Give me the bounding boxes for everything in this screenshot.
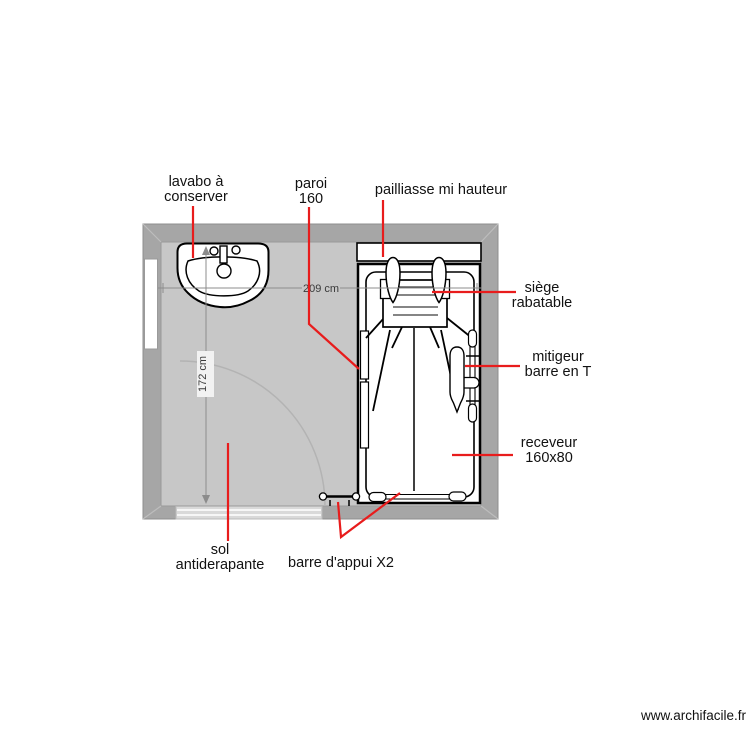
dimension-ticks xyxy=(158,283,482,293)
sink-drain xyxy=(216,263,232,279)
leader-paroi xyxy=(307,207,360,370)
door-symbol[interactable] xyxy=(175,360,326,520)
label-paroi: paroi 160 xyxy=(294,176,328,207)
dimension-width: 209 cm xyxy=(158,281,482,295)
label-barre: barre d'appui X2 xyxy=(288,555,394,571)
leader-barre xyxy=(336,492,401,540)
sink-faucet xyxy=(219,245,228,264)
arrow-down-icon xyxy=(202,495,210,504)
seat-slats xyxy=(385,286,446,316)
label-sol: sol antiderapante xyxy=(175,542,265,573)
label-receveur: receveur 160x80 xyxy=(520,435,578,466)
mixer-rail-ticks xyxy=(466,355,479,402)
label-siege: siège rabatable xyxy=(511,280,573,311)
window-symbol[interactable] xyxy=(144,258,158,350)
sink-tap-left xyxy=(209,246,219,256)
leader-lines xyxy=(191,200,520,541)
sink-tap-right xyxy=(231,245,241,255)
label-lavabo: lavabo à conserver xyxy=(164,174,228,205)
arrow-up-icon xyxy=(202,246,210,255)
watermark-link[interactable]: www.archifacile.fr xyxy=(640,708,746,723)
dimension-height: 172 cm xyxy=(197,246,214,504)
grab-bar-outside-symbol[interactable] xyxy=(318,492,361,506)
door-leaf[interactable] xyxy=(175,506,323,520)
grab-bar-inside-symbol[interactable] xyxy=(368,491,467,503)
wall-miter-lines xyxy=(142,223,499,520)
label-pailliasse: pailliasse mi hauteur xyxy=(374,182,508,198)
dimension-width-text: 209 cm xyxy=(303,283,339,295)
label-mitigeur: mitigeur barre en T xyxy=(524,349,592,380)
mixer-tbar-symbol[interactable] xyxy=(449,329,480,423)
door-leaf-lines xyxy=(177,509,321,516)
pailliasse-symbol[interactable] xyxy=(356,242,482,262)
sink-symbol[interactable] xyxy=(176,242,270,309)
paroi-symbol[interactable] xyxy=(359,330,370,449)
dimension-height-text: 172 cm xyxy=(197,356,209,392)
seat-arm-left xyxy=(385,256,401,304)
mixer-body[interactable] xyxy=(449,346,465,414)
